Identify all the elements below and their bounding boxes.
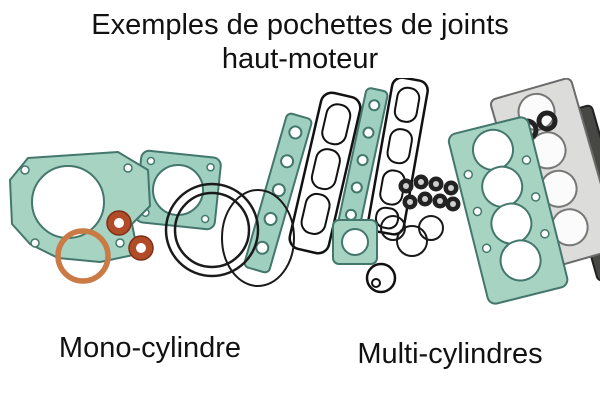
ring-with-seal-icon [365,262,397,294]
oring-chain-icon [380,215,444,257]
title-line2: haut-moteur [221,43,379,75]
orange-ring-large-icon [55,228,111,284]
long-base-gasket-teal-icon [243,112,313,274]
label-multi-cylindres: Multi-cylindres [357,338,543,370]
valve-cover-gasket-2-icon [367,76,429,236]
title-line1: Exemples de pochettes de joints [91,9,509,41]
orange-orings-icon [106,210,154,261]
valve-stem-seals-icon [398,174,461,212]
black-gasket-rings-icon [164,182,295,287]
gasket-kits-illustration [9,76,600,305]
valve-cover-gasket-icon [288,91,362,255]
label-mono-cylindre: Mono-cylindre [58,332,242,364]
small-square-gasket-icon [332,219,378,265]
page-title: Exemples de pochettes de joints haut-mot… [0,8,600,76]
gasket-kits-photo [0,76,600,318]
multi-cylinder-head-gasket-icon [447,116,569,305]
